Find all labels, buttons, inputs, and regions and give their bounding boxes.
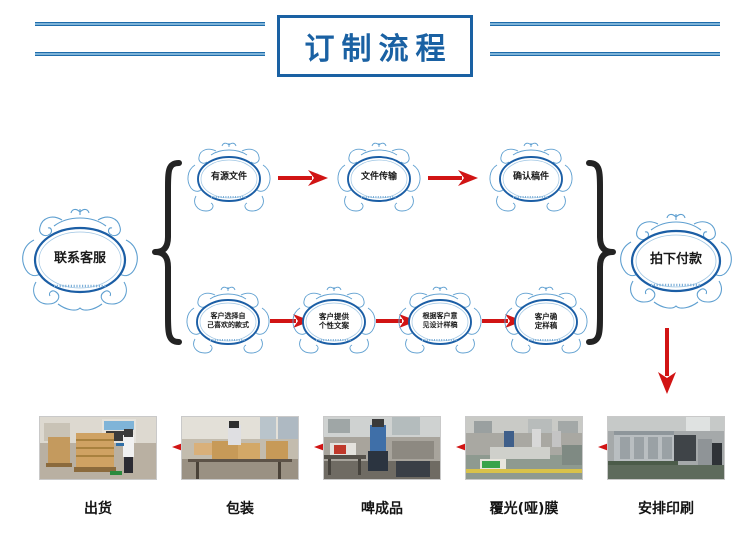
arrow-right-5 bbox=[482, 312, 526, 334]
flow-node-contact-service: 联系客服 bbox=[14, 200, 146, 318]
packing-table-photo bbox=[181, 416, 299, 480]
production-step-caption: 安排印刷 bbox=[638, 501, 694, 517]
page-header: 订制流程 bbox=[0, 0, 750, 100]
brace-right bbox=[580, 155, 622, 350]
die-cutting-machine-photo bbox=[323, 416, 441, 480]
flow-diagram: 联系客服 有源文件 bbox=[0, 100, 750, 400]
production-step-caption: 覆光(哑)膜 bbox=[489, 501, 559, 517]
flow-node-source-file: 有源文件 bbox=[182, 138, 276, 218]
double-rule-left bbox=[35, 22, 265, 82]
ornate-oval-frame-icon bbox=[187, 142, 271, 212]
ornate-oval-frame-icon bbox=[620, 213, 732, 309]
ornate-oval-frame-icon bbox=[504, 286, 588, 354]
production-step-packaging: 包装 bbox=[181, 416, 299, 518]
flow-node-customer-style: 客户选择自 己喜欢的款式 bbox=[182, 282, 274, 360]
brace-left bbox=[146, 155, 188, 350]
arrow-right-4 bbox=[376, 312, 420, 334]
flow-node-confirm-manuscript: 确认稿件 bbox=[484, 138, 578, 218]
page-title-box: 订制流程 bbox=[277, 15, 473, 77]
arrow-right-1 bbox=[278, 168, 332, 192]
rule-line-1 bbox=[35, 22, 265, 26]
lamination-floor-photo bbox=[465, 416, 583, 480]
production-step-die-cutting: 啤成品 bbox=[323, 416, 441, 518]
ornate-oval-frame-icon bbox=[22, 208, 138, 311]
production-step-shipping: 出货 bbox=[39, 416, 157, 518]
ornate-oval-frame-icon bbox=[186, 286, 270, 354]
production-step-row: 出货 bbox=[0, 400, 750, 536]
rule-line-3 bbox=[490, 22, 720, 26]
arrow-right-3 bbox=[270, 312, 314, 334]
arrow-right-2 bbox=[428, 168, 482, 192]
ornate-oval-frame-icon bbox=[337, 142, 421, 212]
ornate-oval-frame-icon bbox=[489, 142, 573, 212]
ornate-oval-frame-icon bbox=[398, 286, 482, 354]
flow-node-customer-copy: 客户提供 个性文案 bbox=[288, 282, 380, 360]
rule-line-2 bbox=[35, 52, 265, 56]
flow-node-design-draft: 根据客户意 见设计样稿 bbox=[394, 282, 486, 360]
flow-node-file-transfer: 文件传输 bbox=[332, 138, 426, 218]
arrow-down-to-production bbox=[655, 328, 679, 402]
production-step-caption: 包装 bbox=[226, 501, 254, 517]
page-title: 订制流程 bbox=[304, 32, 453, 67]
offset-press-photo bbox=[607, 416, 725, 480]
flow-node-place-order-pay: 拍下付款 bbox=[612, 206, 740, 314]
production-step-caption: 啤成品 bbox=[361, 501, 403, 517]
flow-node-customer-approve: 客户确 定样稿 bbox=[500, 282, 592, 360]
production-step-caption: 出货 bbox=[84, 501, 112, 517]
double-rule-right bbox=[490, 22, 720, 82]
warehouse-pallet-photo bbox=[39, 416, 157, 480]
production-step-lamination: 覆光(哑)膜 bbox=[465, 416, 583, 518]
ornate-oval-frame-icon bbox=[292, 286, 376, 354]
rule-line-4 bbox=[490, 52, 720, 56]
production-step-printing: 安排印刷 bbox=[607, 416, 725, 518]
